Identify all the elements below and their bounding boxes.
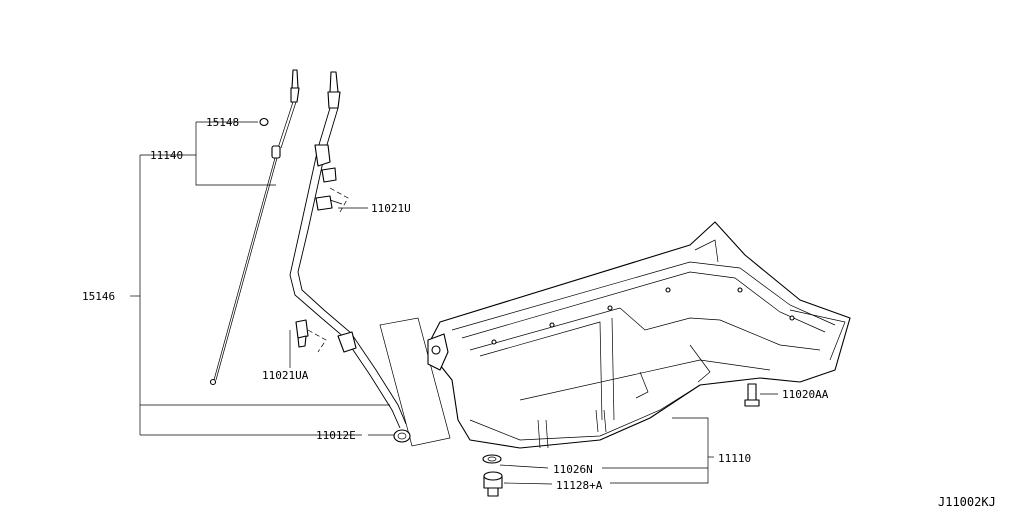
o-ring-15148 — [259, 117, 269, 127]
bolt-11020AA — [744, 383, 760, 407]
label-11021U: 11021U — [371, 202, 411, 215]
gasket-11012E — [379, 317, 451, 447]
label-15146: 15146 — [82, 290, 115, 303]
leader-lines — [130, 121, 778, 485]
oil-pan-11110 — [427, 221, 851, 449]
bolt-11021U — [315, 187, 349, 213]
label-11128A: 11128+A — [556, 479, 603, 492]
washer-11026N — [482, 454, 502, 464]
diagram-id: J11002KJ — [938, 495, 996, 509]
bolt-11021UA — [295, 319, 327, 353]
guide-tube-11140 — [289, 71, 407, 429]
label-11026N: 11026N — [553, 463, 593, 476]
dipstick-15146 — [209, 69, 300, 386]
label-15148: 15148 — [206, 116, 239, 129]
label-11020AA: 11020AA — [782, 388, 829, 401]
label-11021UA: 11021UA — [262, 369, 309, 382]
drain-plug-11128A — [483, 471, 503, 497]
label-11012E: 11012E — [316, 429, 356, 442]
label-11110: 11110 — [718, 452, 751, 465]
label-11140: 11140 — [150, 149, 183, 162]
